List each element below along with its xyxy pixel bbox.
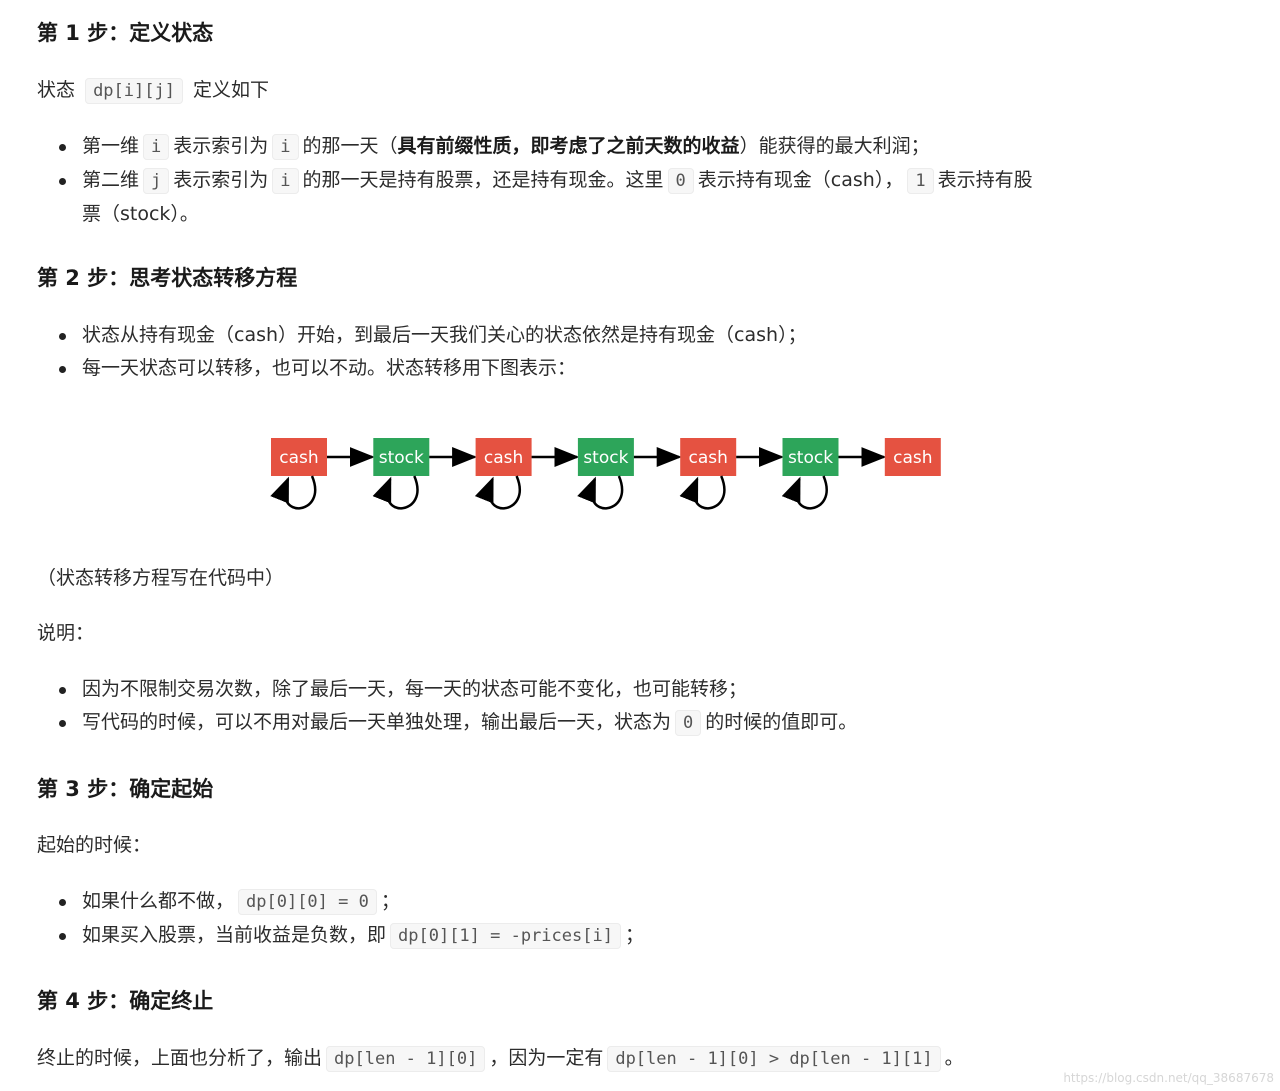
self-loop-arrow: [474, 475, 521, 510]
inline-code: i: [143, 134, 170, 160]
svg-text:cash: cash: [688, 448, 727, 468]
explain-label: 说明：: [37, 622, 95, 644]
svg-text:cash: cash: [484, 448, 523, 468]
start-intro: 起始的时候：: [37, 834, 152, 856]
self-loop-arrow: [270, 475, 317, 510]
step4-heading: 第 4 步：确定终止: [37, 989, 214, 1013]
inline-code: 0: [667, 168, 694, 194]
inline-code: dp[len - 1][0] > dp[len - 1][1]: [607, 1046, 941, 1072]
transition-list: 状态从持有现金（cash）开始，到最后一天我们关心的状态依然是持有现金（cash…: [0, 319, 807, 385]
inline-code: dp[0][0] = 0: [238, 889, 377, 915]
step1-heading: 第 1 步：定义状态: [37, 21, 214, 45]
self-loop-arrow: [781, 475, 828, 510]
self-loop-arrow: [372, 475, 419, 510]
inline-code: 0: [675, 710, 702, 736]
intro-text: 定义如下: [193, 79, 270, 101]
watermark: https://blog.csdn.net/qq_38687678: [1063, 1071, 1274, 1085]
step3-heading: 第 3 步：确定起始: [37, 777, 214, 801]
step2-heading: 第 2 步：思考状态转移方程: [37, 266, 298, 290]
bold-text: 具有前缀性质，即考虑了之前天数的收益: [397, 135, 740, 157]
transition-note: （状态转移方程写在代码中）: [37, 567, 285, 589]
inline-code: 1: [907, 168, 934, 194]
state-definition-intro: 状态 dp[i][j] 定义如下: [37, 77, 269, 104]
cash-state-node: cash: [884, 438, 941, 476]
cash-state-node: cash: [680, 438, 737, 476]
svg-text:cash: cash: [279, 448, 318, 468]
list-item: 如果什么都不做，dp[0][0] = 0；: [59, 885, 644, 919]
stock-state-node: stock: [373, 438, 430, 476]
inline-code: i: [272, 134, 299, 160]
intro-text: 状态: [37, 79, 76, 101]
state-transition-diagram: cash stock cash stock cash stock cash: [270, 438, 941, 510]
explain-list: 因为不限制交易次数，除了最后一天，每一天的状态可能不变化，也可能转移； 写代码的…: [0, 673, 857, 740]
cash-state-node: cash: [475, 438, 532, 476]
list-item: 因为不限制交易次数，除了最后一天，每一天的状态可能不变化，也可能转移；: [58, 673, 857, 706]
self-loop-arrow: [679, 475, 726, 510]
svg-text:stock: stock: [379, 448, 424, 468]
list-item: 每一天状态可以转移，也可以不动。状态转移用下图表示：: [59, 352, 807, 385]
cash-state-node: cash: [271, 438, 327, 476]
inline-code: dp[len - 1][0]: [326, 1046, 486, 1072]
svg-text:stock: stock: [583, 448, 628, 468]
stock-state-node: stock: [782, 438, 839, 476]
inline-code: i: [272, 168, 299, 194]
inline-code: dp[0][1] = -prices[i]: [390, 923, 621, 949]
self-loop-arrow: [577, 475, 624, 510]
inline-code: dp[i][j]: [85, 78, 183, 104]
svg-text:stock: stock: [788, 448, 833, 468]
inline-code: j: [143, 168, 170, 194]
list-item: 状态从持有现金（cash）开始，到最后一天我们关心的状态依然是持有现金（cash…: [59, 319, 807, 352]
svg-text:cash: cash: [893, 448, 932, 468]
stock-state-node: stock: [577, 438, 634, 476]
